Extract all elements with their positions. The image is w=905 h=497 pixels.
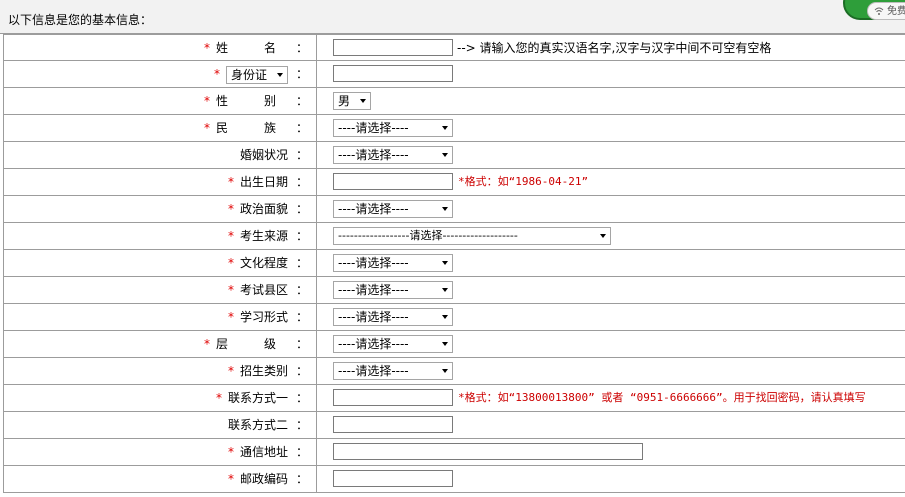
label-source: *考生来源： (227, 229, 308, 243)
required-mark: * (213, 67, 220, 81)
row-address: *通信地址： (3, 439, 905, 466)
required-mark: * (227, 283, 234, 297)
required-mark: * (227, 175, 234, 189)
row-study-mode: *学习形式： ----请选择---- (3, 304, 905, 331)
required-mark: * (227, 229, 234, 243)
label-contact1: *联系方式一： (215, 391, 308, 405)
required-mark: * (227, 364, 234, 378)
required-mark: * (227, 310, 234, 324)
chevron-down-icon (360, 99, 366, 103)
chevron-down-icon (442, 288, 448, 292)
row-contact1: *联系方式一： *格式：如“13800013800” 或者 “0951-6666… (3, 385, 905, 412)
postcode-input[interactable] (333, 470, 453, 487)
required-mark: * (203, 337, 210, 351)
label-postcode: *邮政编码： (227, 472, 308, 486)
address-input[interactable] (333, 443, 643, 460)
row-ethnicity: *民 族： ----请选择---- (3, 115, 905, 142)
label-category: *招生类别： (227, 364, 308, 378)
label-level: *层 级： (203, 337, 308, 351)
political-select[interactable]: ----请选择---- (333, 200, 453, 218)
header-title: 以下信息是您的基本信息： (8, 13, 153, 27)
label-contact2: 联系方式二： (227, 418, 308, 432)
chevron-down-icon (442, 369, 448, 373)
name-input[interactable] (333, 39, 453, 56)
row-source: *考生来源： ------------------请选择------------… (3, 223, 905, 250)
row-postcode: *邮政编码： (3, 466, 905, 493)
birthdate-hint: *格式：如“1986-04-21” (458, 175, 589, 188)
contact1-hint: *格式：如“13800013800” 或者 “0951-6666666”。用于找… (458, 391, 866, 404)
row-contact2: 联系方式二： (3, 412, 905, 439)
id-type-select[interactable]: 身份证 (225, 65, 288, 84)
row-education: *文化程度： ----请选择---- (3, 250, 905, 277)
wifi-icon (874, 7, 884, 15)
label-name: *姓 名： (203, 41, 308, 55)
contact2-input[interactable] (333, 416, 453, 433)
row-name: *姓 名： --> 请输入您的真实汉语名字,汉字与汉字中间不可空有空格 (3, 34, 905, 61)
level-select[interactable]: ----请选择---- (333, 335, 453, 353)
source-select[interactable]: ------------------请选择------------------- (333, 227, 611, 245)
row-category: *招生类别： ----请选择---- (3, 358, 905, 385)
chevron-down-icon (442, 153, 448, 157)
label-political: *政治面貌： (227, 202, 308, 216)
info-header: 以下信息是您的基本信息： (0, 0, 905, 34)
chevron-down-icon (442, 126, 448, 130)
name-hint: --> 请输入您的真实汉语名字,汉字与汉字中间不可空有空格 (457, 41, 772, 55)
education-select[interactable]: ----请选择---- (333, 254, 453, 272)
basic-info-form: *姓 名： --> 请输入您的真实汉语名字,汉字与汉字中间不可空有空格 *身份证… (3, 34, 905, 493)
required-mark: * (203, 121, 210, 135)
row-gender: *性 别： 男 (3, 88, 905, 115)
required-mark: * (203, 94, 210, 108)
label-county: *考试县区： (227, 283, 308, 297)
label-education: *文化程度： (227, 256, 308, 270)
category-select[interactable]: ----请选择---- (333, 362, 453, 380)
required-mark: * (227, 256, 234, 270)
chevron-down-icon (442, 207, 448, 211)
label-marital: 婚姻状况： (239, 148, 308, 162)
study-mode-select[interactable]: ----请选择---- (333, 308, 453, 326)
row-level: *层 级： ----请选择---- (3, 331, 905, 358)
label-address: *通信地址： (227, 445, 308, 459)
badge-label-box[interactable]: 免费 (867, 2, 905, 20)
required-mark: * (227, 202, 234, 216)
badge-text: 免费 (887, 6, 905, 17)
ethnicity-select[interactable]: ----请选择---- (333, 119, 453, 137)
label-study-mode: *学习形式： (227, 310, 308, 324)
chevron-down-icon (276, 72, 283, 77)
contact1-input[interactable] (333, 389, 453, 406)
row-marital: 婚姻状况： ----请选择---- (3, 142, 905, 169)
gender-select[interactable]: 男 (333, 92, 371, 110)
label-birthdate: *出生日期： (227, 175, 308, 189)
chevron-down-icon (600, 234, 606, 238)
chevron-down-icon (442, 261, 448, 265)
label-id-type: *身份证： (213, 65, 308, 84)
required-mark: * (227, 445, 234, 459)
chevron-down-icon (442, 315, 448, 319)
chevron-down-icon (442, 342, 448, 346)
county-select[interactable]: ----请选择---- (333, 281, 453, 299)
id-number-input[interactable] (333, 65, 453, 82)
required-mark: * (203, 41, 210, 55)
birthdate-input[interactable] (333, 173, 453, 190)
label-ethnicity: *民 族： (203, 121, 308, 135)
row-id: *身份证： (3, 61, 905, 88)
marital-select[interactable]: ----请选择---- (333, 146, 453, 164)
row-county: *考试县区： ----请选择---- (3, 277, 905, 304)
required-mark: * (215, 391, 222, 405)
label-text: 姓 名 (215, 41, 288, 55)
label-gender: *性 别： (203, 94, 308, 108)
row-birthdate: *出生日期： *格式：如“1986-04-21” (3, 169, 905, 196)
row-political: *政治面貌： ----请选择---- (3, 196, 905, 223)
required-mark: * (227, 472, 234, 486)
